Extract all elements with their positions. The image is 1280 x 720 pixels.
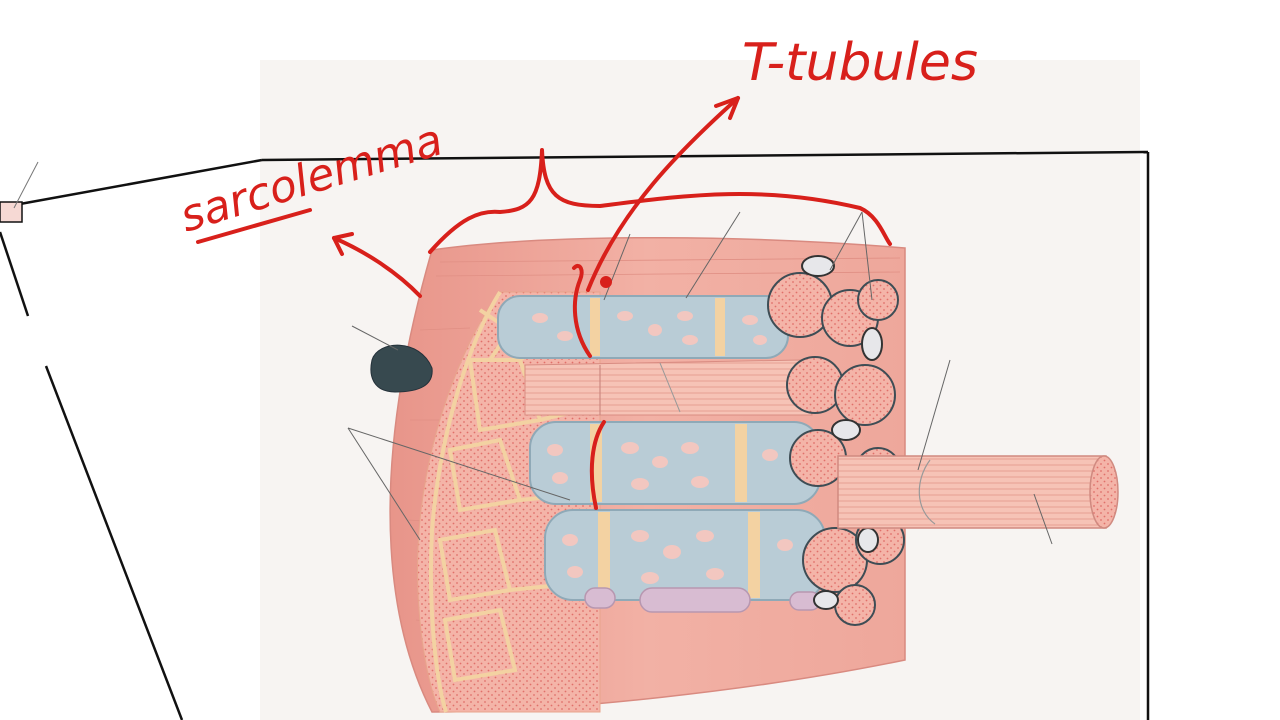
- t-tubules-label: T-tubules: [742, 33, 978, 93]
- nucleus: [370, 344, 433, 393]
- t-tubule-mark-1: [572, 263, 592, 358]
- leader-lines: [347, 211, 1053, 545]
- arrow-head-icon: [332, 232, 354, 256]
- ink-dot: [600, 276, 612, 288]
- magnification-lines: [0, 150, 1150, 720]
- sarcolemma-underline: [196, 208, 312, 244]
- myofibril-ends: [767, 272, 905, 626]
- myofibril-row-1: [497, 295, 789, 359]
- arrow-head-icon: [714, 96, 740, 120]
- t-tubule-mark-2: [589, 420, 606, 510]
- brace-left: [428, 148, 892, 254]
- sarcolemma-arrow: [332, 236, 422, 298]
- myofibril-exposed: [524, 359, 813, 416]
- mitochondria: [801, 255, 883, 610]
- extracted-myofibril: [837, 455, 1119, 529]
- inset-leader: [13, 161, 39, 209]
- myofibril-row-3: [544, 509, 826, 613]
- inset-marker: [0, 201, 23, 223]
- annotation-ink: [196, 96, 892, 510]
- t-tubule-arrow: [586, 96, 740, 292]
- myofibril-row-2: [529, 421, 821, 505]
